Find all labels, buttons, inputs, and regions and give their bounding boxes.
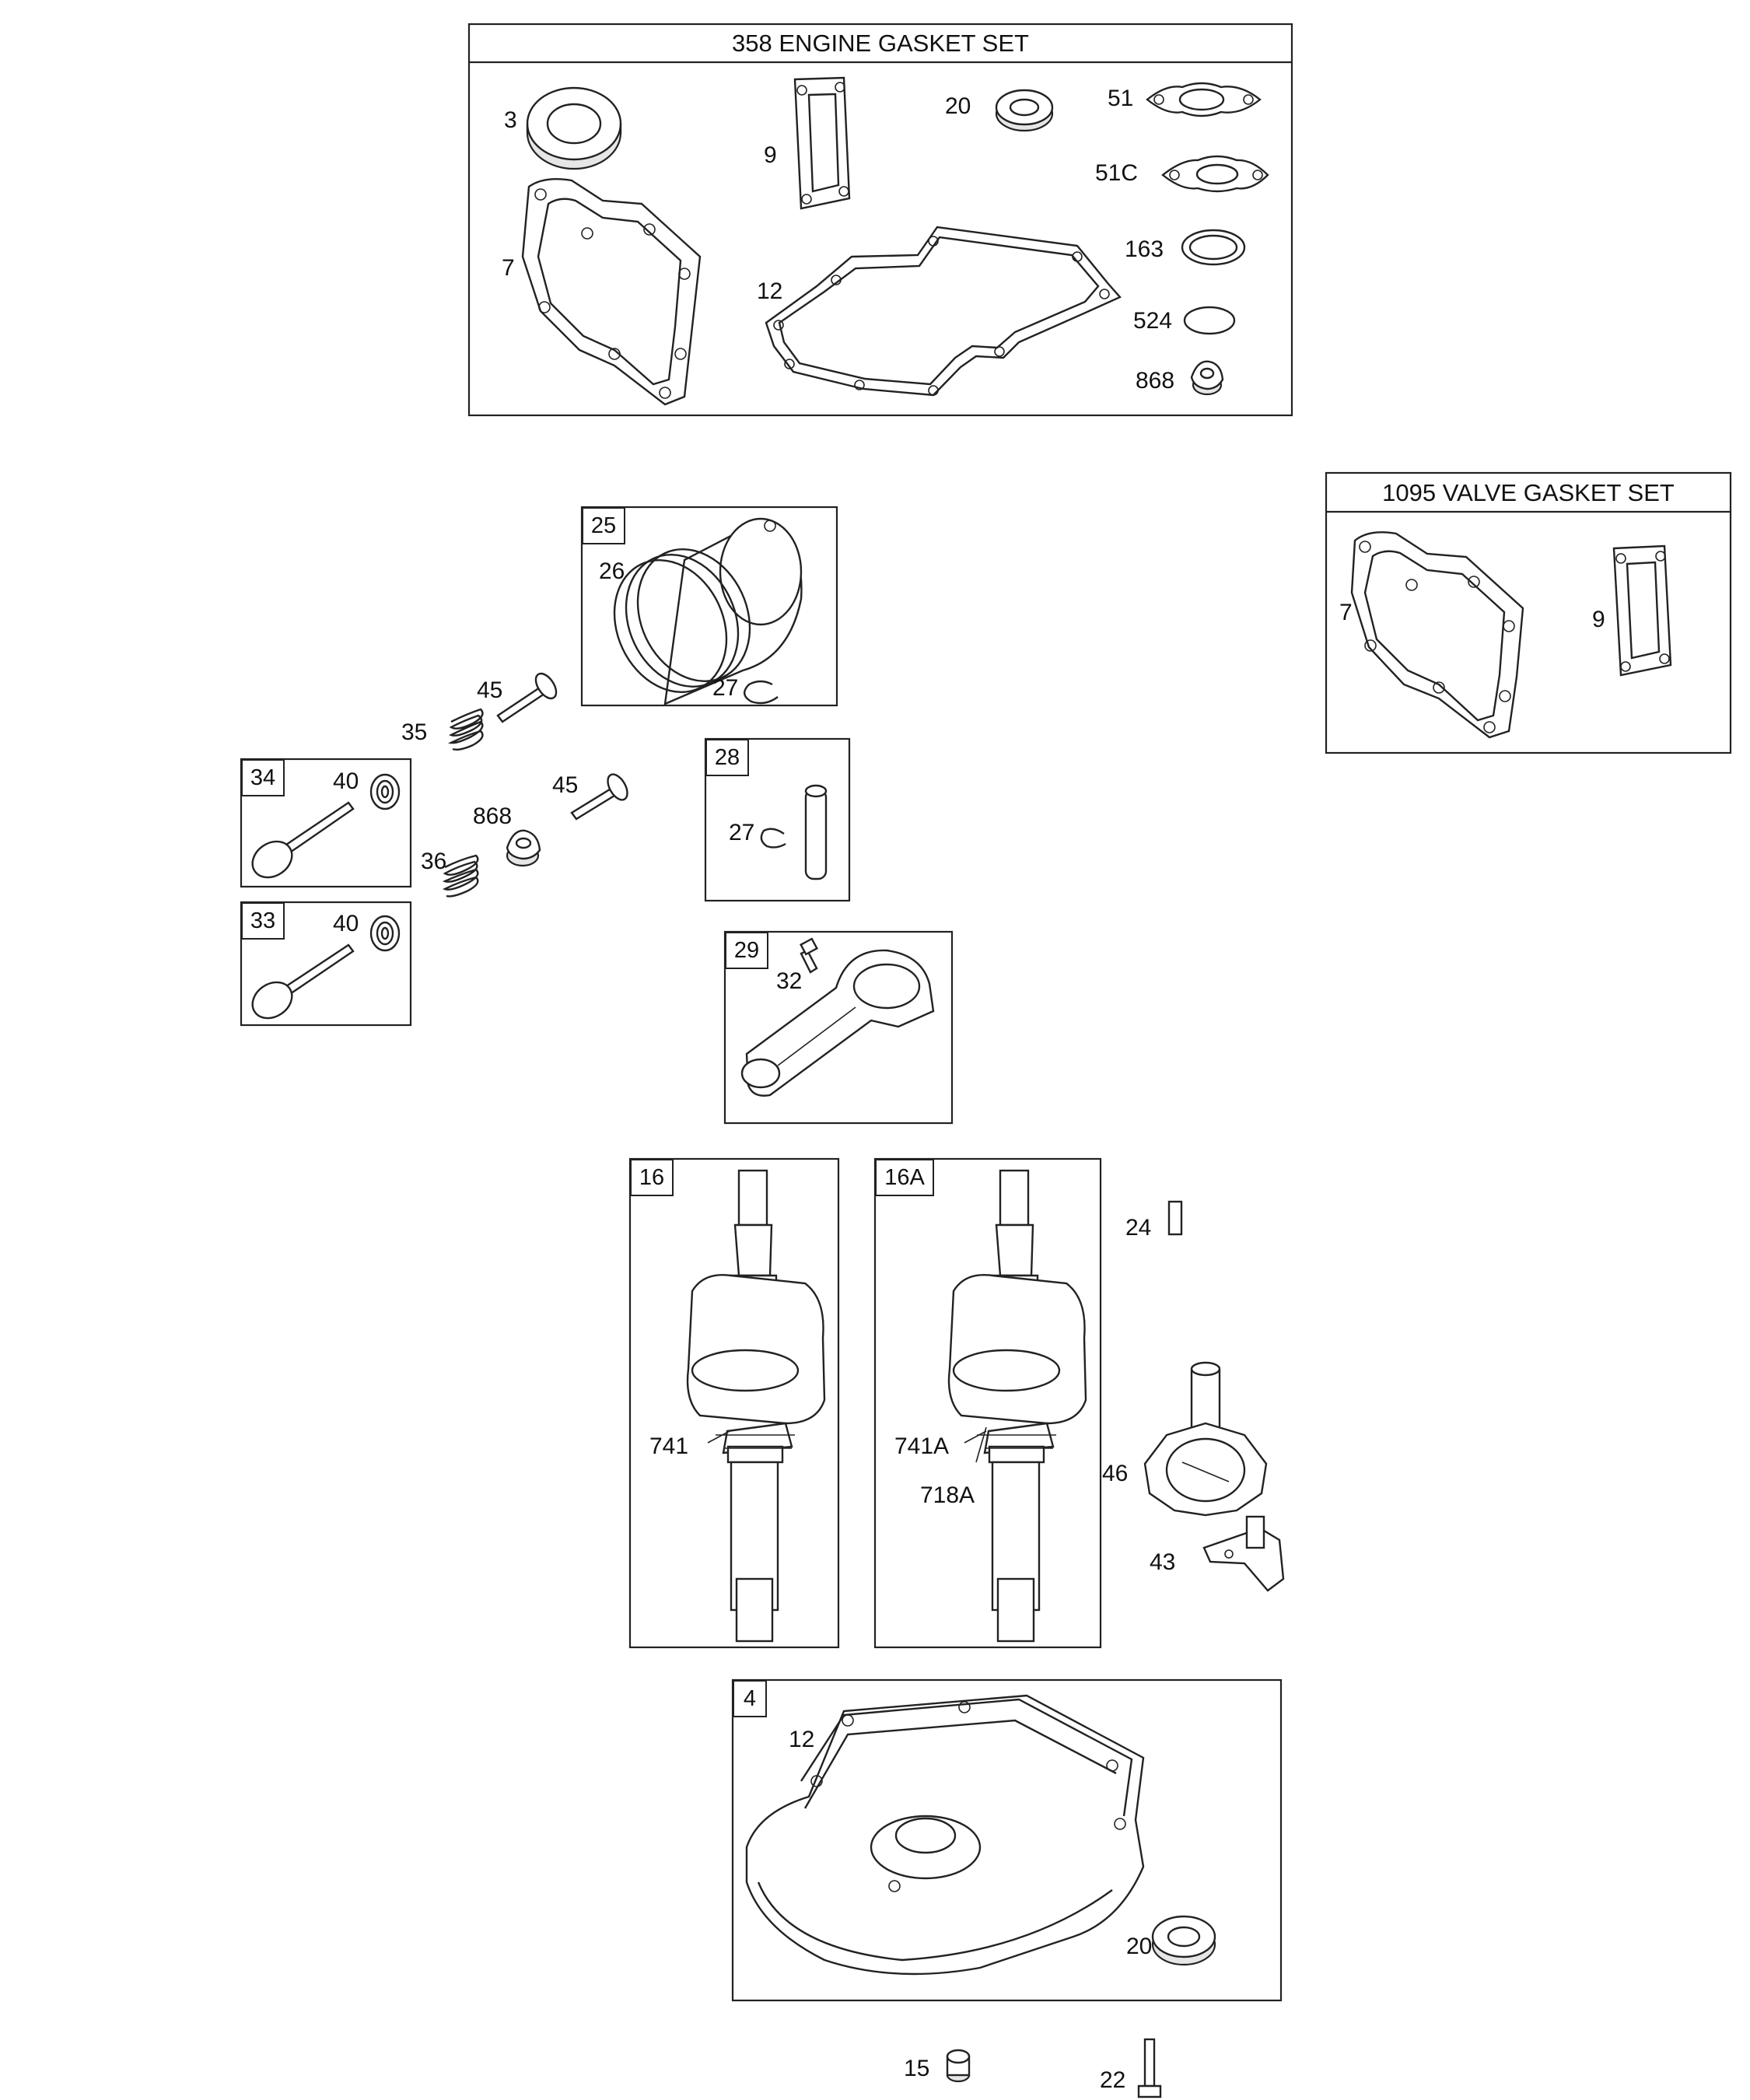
spring-part-35 <box>447 708 484 751</box>
plug-part-15 <box>946 2049 971 2083</box>
callout-27-pin: 27 <box>729 820 755 845</box>
callout-741a: 741A <box>894 1433 950 1459</box>
callout-51c: 51C <box>1095 160 1139 186</box>
exhaust-valve-box-frame <box>240 758 412 888</box>
callout-20-cover: 20 <box>1126 1934 1153 1959</box>
piston-pin-part-28 <box>804 784 828 880</box>
crankshaft-part-16 <box>686 1169 826 1643</box>
piston-box-frame <box>580 506 838 707</box>
callout-20: 20 <box>945 93 971 119</box>
callout-27-piston: 27 <box>712 675 739 701</box>
valve-gasket-set-frame <box>1325 471 1732 754</box>
clip-part-27-pin <box>760 828 786 849</box>
box-tag-33: 33 <box>241 902 285 940</box>
gasket-part-9 <box>793 76 851 210</box>
callout-51: 51 <box>1108 86 1134 111</box>
valve-seal-part-868 <box>1190 360 1224 396</box>
box-tag-25: 25 <box>582 507 625 544</box>
piston-pin-box-frame <box>704 737 851 902</box>
camshaft-part-46 <box>1143 1361 1268 1517</box>
callout-46: 46 <box>1102 1461 1129 1486</box>
callout-868: 868 <box>1136 368 1175 394</box>
connecting-rod-part-29 <box>740 949 935 1097</box>
callout-45-upper: 45 <box>477 677 503 703</box>
box-tag-28: 28 <box>705 739 749 776</box>
callout-36: 36 <box>421 849 447 874</box>
callout-22: 22 <box>1100 2067 1126 2093</box>
connecting-rod-box-frame <box>723 930 954 1125</box>
callout-718a: 718A <box>920 1482 975 1508</box>
bolt-part-22 <box>1137 2038 1162 2098</box>
callout-12-cover: 12 <box>789 1727 815 1752</box>
piston-part-25 <box>663 517 803 705</box>
retainer-part-40-b <box>369 915 401 952</box>
crankcase-cover-part-4 <box>745 1694 1145 1976</box>
callout-vg-9: 9 <box>1592 607 1605 632</box>
exhaust-valve-part-34 <box>251 801 355 879</box>
valve-cover-gasket-part-9 <box>1612 544 1672 677</box>
crankshaft-box-16a-frame <box>873 1157 1102 1649</box>
callout-32: 32 <box>776 968 803 994</box>
callout-40-b: 40 <box>333 911 359 936</box>
intake-valve-box-frame <box>240 901 412 1027</box>
callout-741: 741 <box>649 1433 689 1459</box>
seal-part-20 <box>995 89 1054 132</box>
o-ring-part-524 <box>1183 306 1236 335</box>
box-tag-4: 4 <box>733 1680 767 1717</box>
callout-163: 163 <box>1125 236 1164 262</box>
spring-part-36 <box>442 854 479 898</box>
valve-head-gasket-part-7 <box>1350 531 1524 739</box>
head-gasket-part-7 <box>521 178 702 406</box>
callout-7: 7 <box>502 255 515 281</box>
clip-part-27 <box>744 680 779 705</box>
callout-9: 9 <box>764 142 777 168</box>
callout-12: 12 <box>757 278 783 304</box>
intake-valve-part-33 <box>251 943 355 1020</box>
box-tag-29: 29 <box>725 932 768 969</box>
tappet-part-45-lower <box>570 773 628 821</box>
tappet-part-45-upper <box>496 672 558 723</box>
gasket-part-51 <box>1146 82 1262 117</box>
oil-seal-part-3 <box>526 86 622 170</box>
rod-bolt-part-32 <box>800 937 818 974</box>
crankshaft-box-16-frame <box>628 1157 840 1649</box>
crankcase-gasket-part-12 <box>765 226 1122 397</box>
crankshaft-part-16a <box>947 1169 1087 1643</box>
valve-seal-part-868-loose <box>506 829 541 867</box>
engine-gasket-set-frame <box>467 23 1293 417</box>
callout-45-lower: 45 <box>552 772 579 798</box>
gasket-part-51c <box>1161 155 1269 193</box>
box-tag-34: 34 <box>241 759 285 796</box>
callout-40-a: 40 <box>333 768 359 794</box>
callout-868-loose: 868 <box>473 803 513 829</box>
o-ring-part-163 <box>1181 229 1246 266</box>
valve-gasket-set-title: 1095 VALVE GASKET SET <box>1382 479 1675 506</box>
seal-part-20-cover <box>1151 1915 1216 1966</box>
callout-24: 24 <box>1125 1215 1152 1241</box>
callout-vg-7: 7 <box>1339 600 1353 625</box>
box-tag-16: 16 <box>630 1159 674 1196</box>
callout-524: 524 <box>1133 308 1173 334</box>
engine-gasket-set-title: 358 ENGINE GASKET SET <box>732 30 1029 57</box>
callout-35: 35 <box>401 719 428 745</box>
callout-26: 26 <box>599 558 625 584</box>
governor-part-43 <box>1202 1515 1285 1592</box>
retainer-part-40-a <box>369 773 401 810</box>
leader-lines <box>707 1426 987 1463</box>
callout-3: 3 <box>504 107 517 133</box>
crankcase-cover-box-frame <box>731 1678 1283 2002</box>
box-tag-16a: 16A <box>875 1159 934 1196</box>
key-part-24 <box>1167 1200 1183 1236</box>
callout-15: 15 <box>904 2056 930 2081</box>
callout-43: 43 <box>1150 1549 1176 1575</box>
piston-rings-part-26 <box>613 548 751 693</box>
